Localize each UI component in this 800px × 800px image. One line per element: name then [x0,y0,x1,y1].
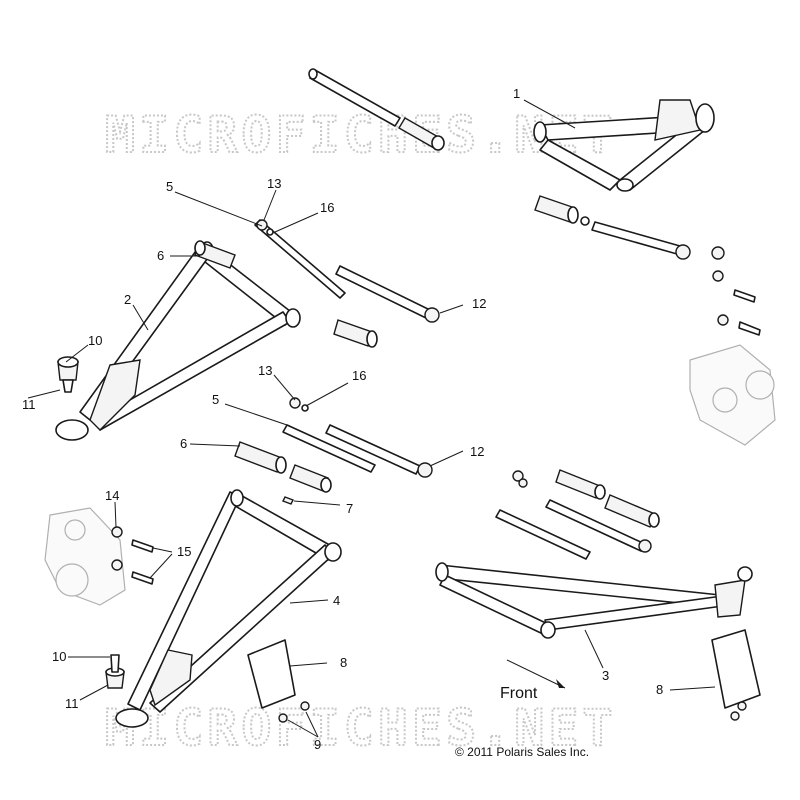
callout-16-middle: 16 [352,368,366,383]
callout-5-middle: 5 [212,392,219,407]
callout-10-lower: 10 [52,649,66,664]
fasteners-14-15 [111,526,154,585]
callout-4: 4 [333,593,340,608]
callout-6-middle: 6 [180,436,187,451]
pivot-tube-top [308,68,445,151]
callout-13-middle: 13 [258,363,272,378]
bushing-bolt-right [534,195,691,260]
callout-3: 3 [602,668,609,683]
callout-8-left: 8 [340,655,347,670]
fasteners-right [711,246,761,336]
callout-16-upper: 16 [320,200,334,215]
skid-plate-part-8-right [711,629,761,709]
a-arm-part-3 [435,562,753,639]
callout-13-upper: 13 [267,176,281,191]
front-direction-arrow [506,659,566,689]
callout-5-upper: 5 [166,179,173,194]
front-label: Front [500,685,538,702]
a-arm-part-4 [115,489,342,728]
watermark-top: MICROFICHES.NET [105,106,617,164]
callout-12-upper: 12 [472,296,486,311]
callout-2: 2 [124,292,131,307]
pins-upper [194,219,440,348]
callout-11-lower: 11 [65,696,79,711]
bolts-part-9 [278,701,747,723]
a-arm-part-1 [533,99,715,192]
callout-8-right: 8 [656,682,663,697]
knuckle-left [44,507,126,606]
leader-lines [27,99,716,738]
grease-fitting-part-7 [282,496,294,505]
pins-middle [234,397,433,493]
callout-11-upper: 11 [22,397,36,412]
skid-plate-part-8-left [247,639,296,709]
callout-15: 15 [177,544,191,559]
callout-1: 1 [513,86,520,101]
callout-10-upper: 10 [88,333,102,348]
copyright-text: © 2011 Polaris Sales Inc. [455,745,589,759]
pins-lower-right [495,469,660,560]
watermark-bottom: MICROFICHES.NET [105,699,617,757]
ball-joint-lower [105,654,125,689]
callout-6-upper: 6 [157,248,164,263]
ball-joint-upper [57,356,79,393]
a-arm-part-2 [55,241,301,441]
callout-12-middle: 12 [470,444,484,459]
callout-9: 9 [314,737,321,752]
knuckle-right [689,344,776,446]
callout-7: 7 [346,501,353,516]
callout-14: 14 [105,488,119,503]
